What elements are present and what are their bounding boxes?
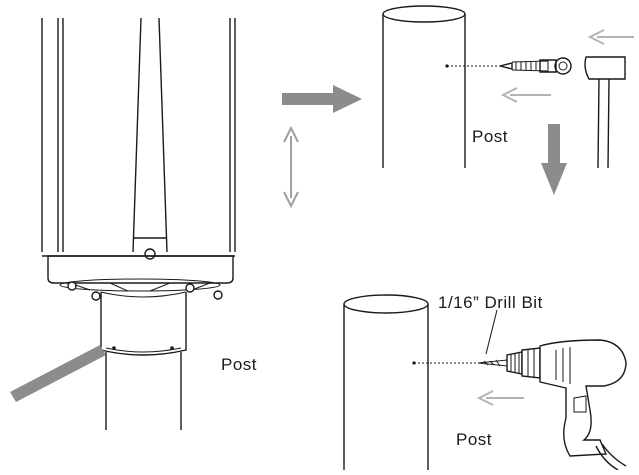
power-drill-icon	[477, 339, 627, 471]
hammer-icon	[584, 56, 626, 169]
down-arrow-icon	[541, 124, 567, 195]
light-fixture-icon	[41, 17, 236, 430]
post-label-bottom: Post	[456, 430, 493, 449]
post-label-top: Post	[472, 127, 509, 146]
drill-bit-label: 1/16” Drill Bit	[438, 293, 543, 312]
left-arrow-icon	[500, 87, 551, 103]
left-arrow-drill-icon	[476, 390, 524, 406]
post-label-left: Post	[221, 355, 258, 374]
post-bottom	[343, 294, 478, 470]
left-arrow-small-icon	[587, 29, 634, 45]
wrench-pointer-icon	[10, 345, 106, 402]
screw-eye-icon	[499, 57, 572, 75]
up-down-arrow-icon	[283, 125, 299, 209]
right-arrow-icon	[282, 85, 362, 113]
post-top	[382, 5, 500, 168]
